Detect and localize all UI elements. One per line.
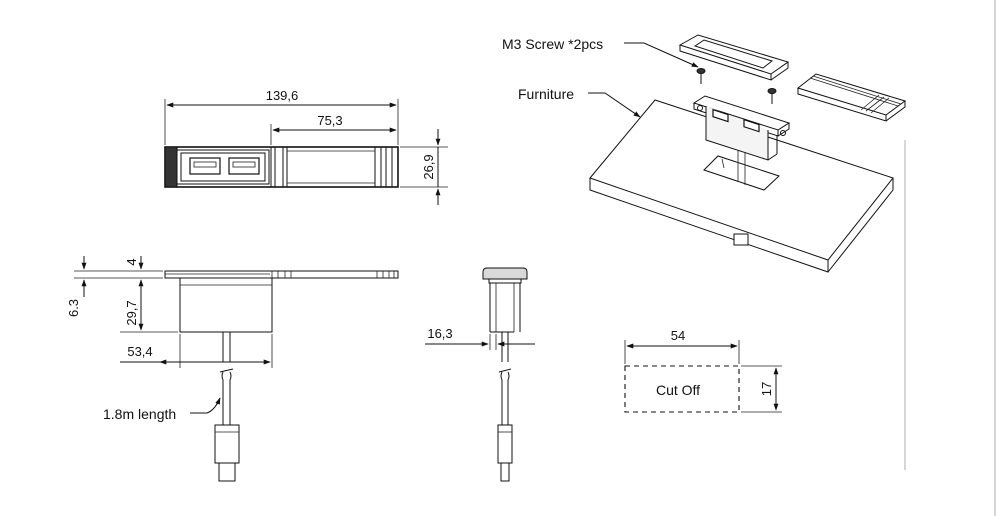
usb-plug: [214, 424, 240, 464]
dim-body-depth: 29,7: [124, 300, 139, 325]
side-plug: [497, 424, 513, 464]
usb-port-2: [228, 157, 260, 175]
front-view: 6.3 4 29,7 53,4 1.8m length: [66, 256, 399, 482]
cutout-view: Cut Off 54 17: [624, 328, 782, 413]
front-flange: [164, 270, 399, 279]
dim-overall-length: 139,6: [266, 88, 299, 103]
top-view-left-edge: [164, 146, 178, 188]
dim-cutout-height: 17: [759, 382, 774, 396]
iso-cover: [796, 73, 907, 116]
iso-usb-port-1: [712, 108, 729, 123]
top-view: 139,6 75,3 26,9: [164, 88, 448, 205]
iso-usb-port-2: [743, 118, 760, 133]
dim-flange-offset: 6.3: [66, 299, 81, 317]
isometric-view: M3 Screw *2pcs Furniture: [502, 34, 907, 273]
label-cutout: Cut Off: [656, 382, 700, 398]
side-cap: [482, 267, 528, 280]
usb-port-1: [189, 157, 221, 175]
usb-plug-tip: [218, 462, 236, 482]
dim-flange-thickness: 4: [124, 258, 139, 265]
label-screw: M3 Screw *2pcs: [502, 36, 603, 52]
dim-cutout-width: 54: [671, 328, 685, 343]
screw-2: [767, 88, 777, 104]
side-view: 16,3: [425, 267, 535, 482]
socket-frame: [176, 149, 270, 185]
screw-1: [696, 68, 706, 84]
cutout-rect: [624, 365, 740, 413]
label-cable-length: 1.8m length: [103, 406, 176, 422]
dim-body-width: 53,4: [127, 344, 152, 359]
front-body: [179, 277, 273, 333]
label-furniture: Furniture: [518, 86, 574, 102]
dim-top-height: 26,9: [421, 154, 436, 179]
dim-side-width: 16,3: [427, 326, 452, 341]
dim-cover-length: 75,3: [317, 113, 342, 128]
